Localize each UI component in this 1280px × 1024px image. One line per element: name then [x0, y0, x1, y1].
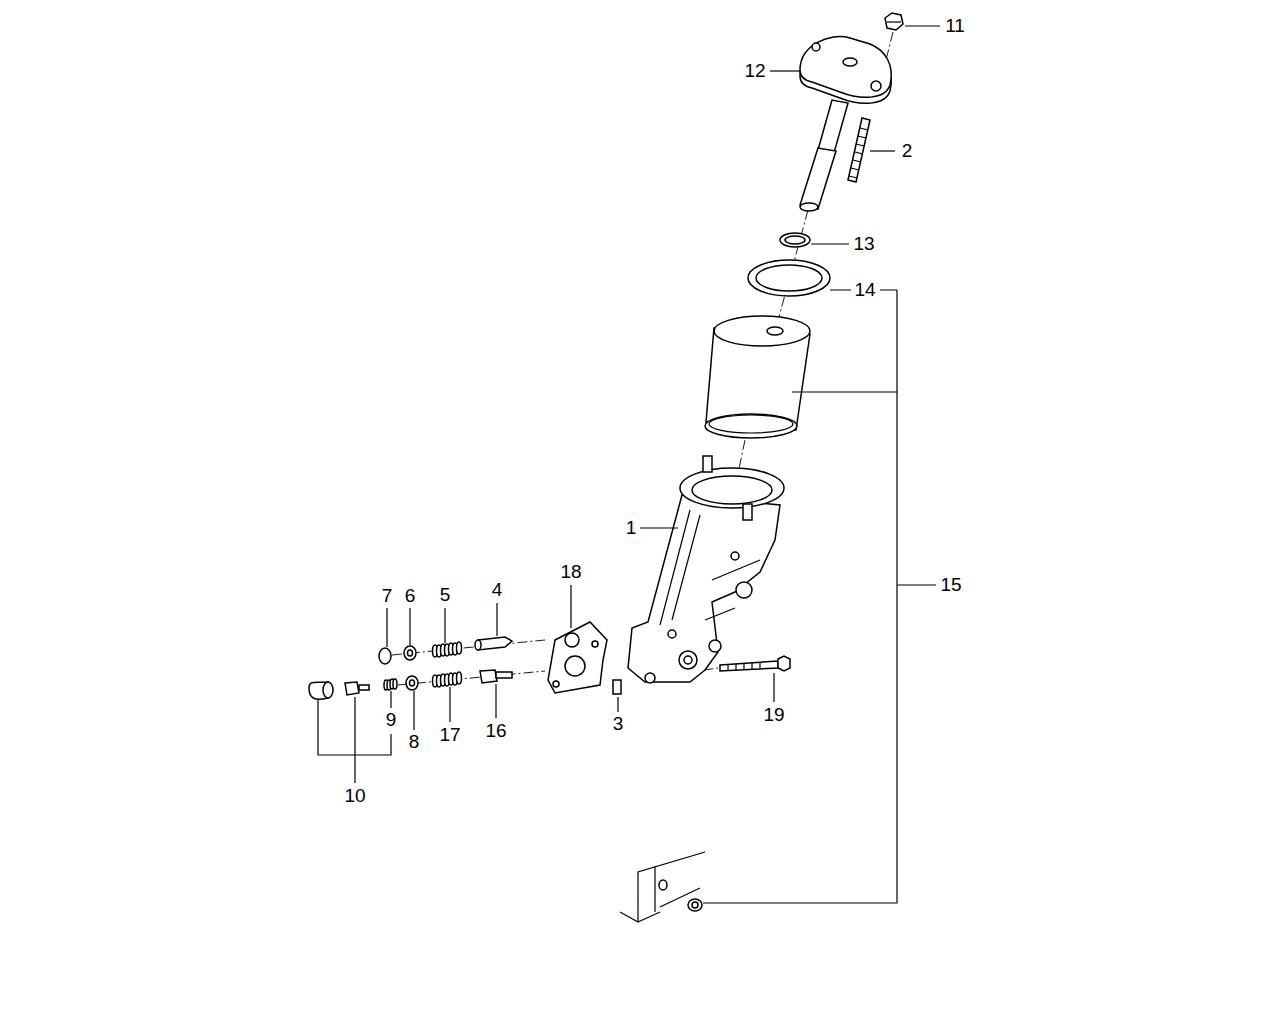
callout-number: 17: [438, 725, 461, 745]
callout-number: 13: [852, 234, 875, 254]
callout-number: 3: [612, 714, 625, 734]
callout-number: 6: [404, 586, 417, 606]
callout-number: 5: [439, 585, 452, 605]
callout-number: 9: [385, 710, 398, 730]
callout-number: 19: [762, 705, 785, 725]
callout-number: 1: [625, 518, 638, 538]
callout-number: 16: [484, 721, 507, 741]
callout-number: 10: [343, 786, 366, 806]
callout-number: 11: [944, 16, 966, 36]
callout-number: 8: [408, 732, 421, 752]
callout-number: 14: [853, 280, 876, 300]
callout-number: 12: [743, 61, 766, 81]
callout-number: 4: [491, 580, 504, 600]
callout-number: 2: [901, 141, 914, 161]
callout-number: 15: [939, 575, 962, 595]
callout-number: 7: [381, 586, 394, 606]
callout-number: 18: [559, 562, 582, 582]
